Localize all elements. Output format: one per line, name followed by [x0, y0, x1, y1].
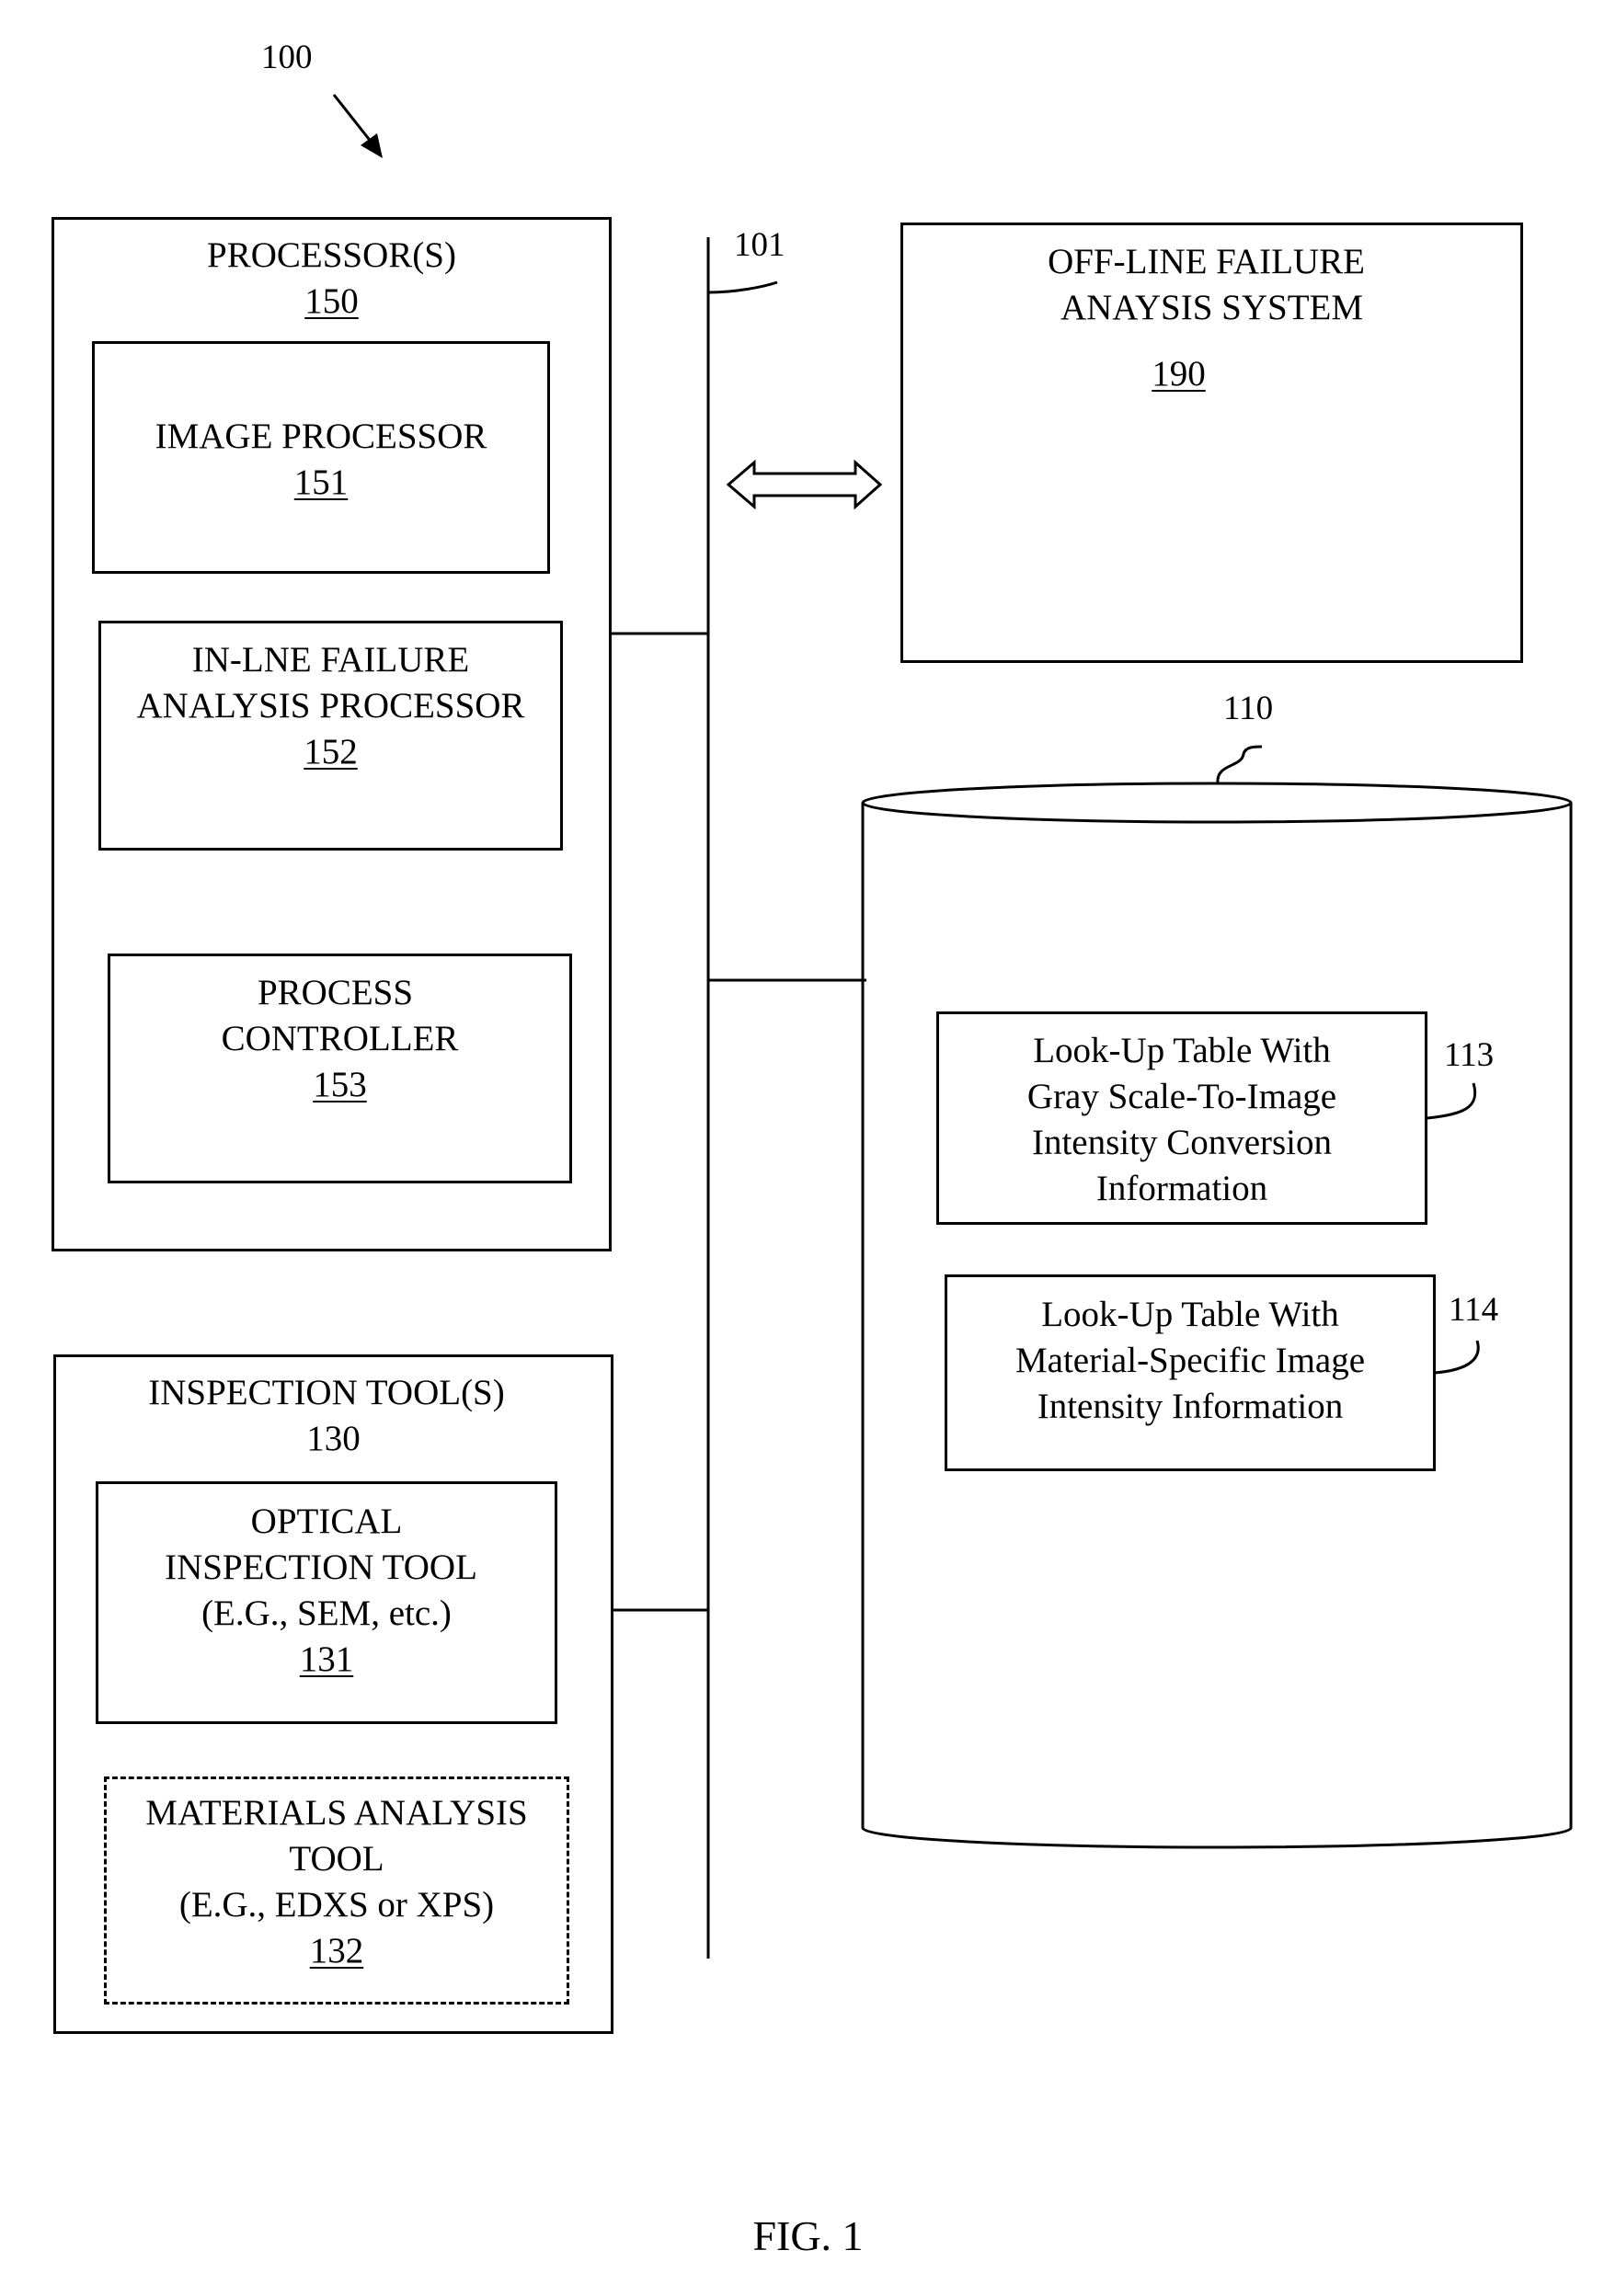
image-processor-label: IMAGE PROCESSOR	[92, 414, 550, 460]
lut-grayscale-line2: Gray Scale-To-Image	[936, 1074, 1427, 1120]
lut2-leader	[1435, 1341, 1478, 1373]
lut-material-line3: Intensity Information	[945, 1384, 1436, 1430]
process-controller-ref: 153	[108, 1062, 572, 1108]
materials-tool-line1: MATERIALS ANALYSIS	[104, 1790, 569, 1836]
lut1-leader	[1427, 1083, 1475, 1118]
materials-tool-ref: 132	[104, 1928, 569, 1974]
optical-tool-ref: 131	[96, 1637, 557, 1683]
offline-fa-label-line1: OFF-LINE FAILURE	[900, 239, 1512, 285]
database-leader	[1218, 747, 1262, 783]
bidirectional-arrow	[728, 463, 880, 507]
bus-ref-label: 101	[734, 224, 785, 267]
lut-material-ref: 114	[1449, 1289, 1498, 1331]
optical-tool-line2: INSPECTION TOOL	[96, 1545, 546, 1591]
lut-grayscale-ref: 113	[1444, 1034, 1494, 1077]
lut-material-line1: Look-Up Table With	[945, 1292, 1436, 1338]
figure-caption: FIG. 1	[644, 2211, 972, 2260]
offline-fa-ref: 190	[900, 351, 1457, 397]
inspection-tools-ref: 130	[53, 1416, 613, 1462]
inspection-tools-title: INSPECTION TOOL(S)	[53, 1370, 600, 1416]
bus-leader	[708, 282, 777, 292]
processors-title: PROCESSOR(S)	[52, 233, 612, 279]
process-controller-label-line1: PROCESS	[108, 970, 563, 1016]
processors-ref: 150	[52, 279, 612, 325]
optical-tool-line1: OPTICAL	[96, 1499, 557, 1545]
inline-fa-label-line1: IN-LNE FAILURE	[98, 637, 563, 683]
system-ref-label: 100	[261, 37, 313, 79]
lut-grayscale-line1: Look-Up Table With	[936, 1028, 1427, 1074]
lut-grayscale-line4: Information	[936, 1166, 1427, 1212]
materials-tool-line2: TOOL	[104, 1836, 569, 1882]
lut-grayscale-line3: Intensity Conversion	[936, 1120, 1427, 1166]
database-ref-label: 110	[1223, 688, 1273, 730]
optical-tool-line3: (E.G., SEM, etc.)	[96, 1591, 557, 1637]
inline-fa-label-line2: ANALYSIS PROCESSOR	[98, 683, 563, 729]
offline-fa-label-line2: ANAYSIS SYSTEM	[900, 285, 1523, 331]
inline-fa-ref: 152	[98, 729, 563, 775]
process-controller-label-line2: CONTROLLER	[108, 1016, 572, 1062]
lut-material-line2: Material-Specific Image	[945, 1338, 1436, 1384]
image-processor-ref: 151	[92, 460, 550, 506]
system-pointer-arrowhead	[361, 133, 383, 158]
materials-tool-line3: (E.G., EDXS or XPS)	[104, 1882, 569, 1928]
